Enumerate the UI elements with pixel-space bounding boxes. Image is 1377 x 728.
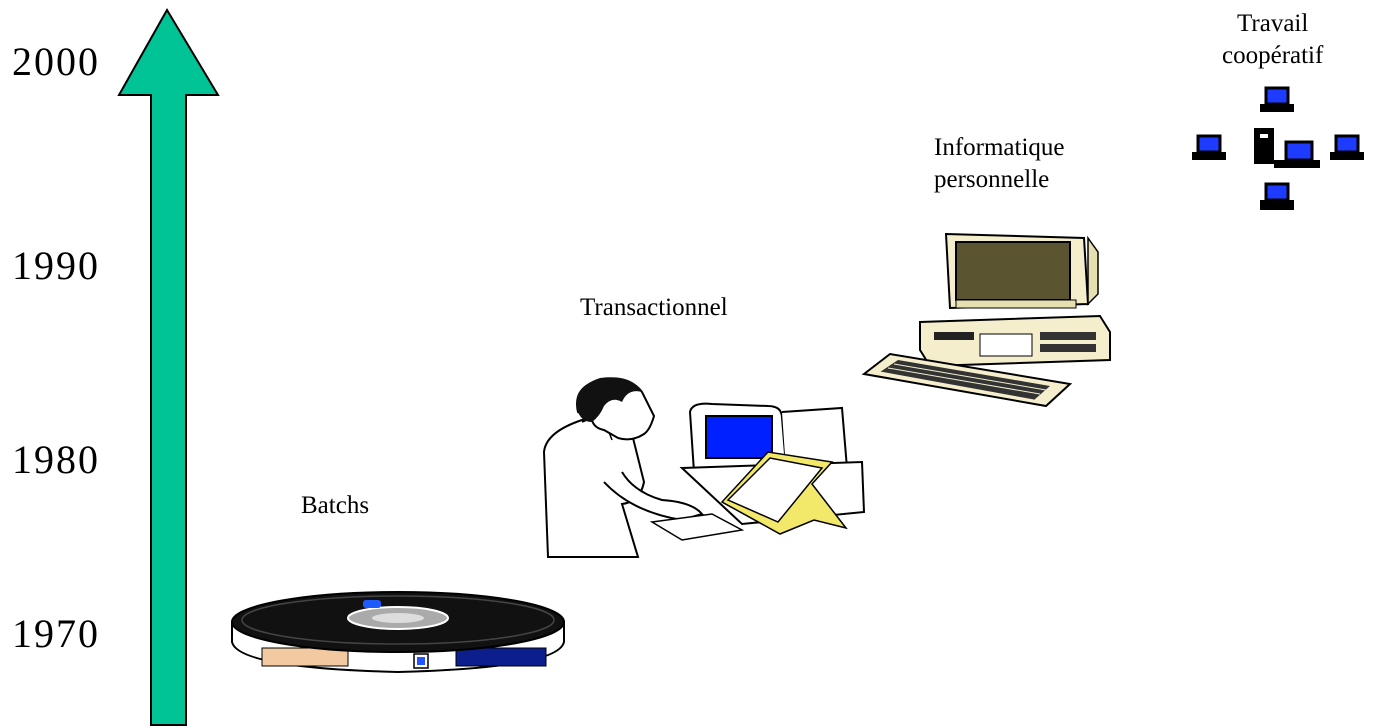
label-cooperative-work: Travail coopératif [1222, 8, 1323, 72]
year-1980: 1980 [12, 437, 100, 482]
year-1990: 1990 [12, 243, 100, 288]
label-transactional: Transactionnel [580, 294, 728, 321]
label-batch: Batchs [301, 492, 370, 519]
terminal-operator-icon [542, 377, 866, 558]
label-personal-line1: Informatique [934, 134, 1065, 161]
label-personal-computing: Informatique personnelle [934, 132, 1065, 196]
label-cooperative-line1: Travail [1237, 10, 1309, 37]
tape-reel-icon [231, 591, 565, 674]
year-1970: 1970 [12, 611, 100, 656]
network-icon [1192, 86, 1364, 210]
year-2000: 2000 [12, 39, 100, 84]
desktop-computer-icon [861, 232, 1111, 408]
label-personal-line2: personnelle [934, 166, 1050, 193]
label-cooperative-line2: coopératif [1222, 42, 1324, 69]
